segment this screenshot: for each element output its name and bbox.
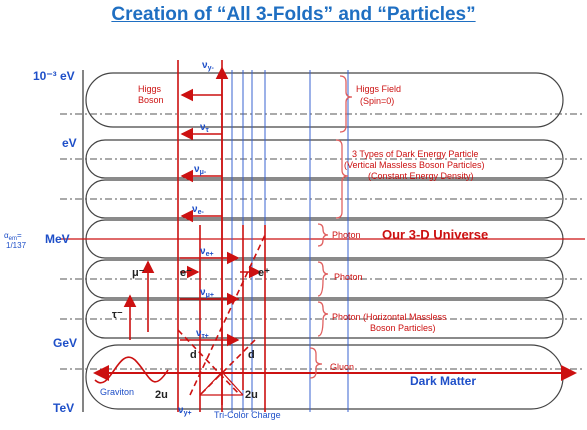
neutrino-arrows [180, 66, 240, 405]
electron-plus-label: e⁺ [258, 267, 270, 279]
v-mu-label: νμ- [194, 164, 207, 176]
brace-dark-energy [335, 139, 349, 219]
v-e-plus-label: νe+ [200, 246, 214, 258]
brace-photon-2 [317, 261, 329, 297]
graviton-label: Graviton [100, 387, 134, 397]
energy-tev: TeV [53, 401, 74, 415]
dark-energy-label-3: (Constant Energy Density) [368, 171, 474, 181]
v-y-plus-label: νy+ [178, 405, 192, 417]
d-right-label: d [248, 349, 255, 361]
page-title: Creation of “All 3-Folds” and “Particles… [111, 4, 476, 25]
dark-energy-label-2: (Vertical Massless Boson Particles) [344, 160, 485, 170]
our-universe-label: Our 3-D Universe [382, 227, 488, 242]
photon-label-1: Photon [332, 230, 361, 240]
tau-label: τ⁻ [112, 309, 123, 321]
tri-color-label: Tri-Color Charge [214, 410, 281, 420]
v-tau-plus-label: ντ+ [196, 328, 209, 340]
d-left-label: d [190, 349, 197, 361]
lepton-labels: e⁻ e⁺ μ⁻ τ⁻ [112, 267, 270, 321]
brace-higgs [339, 75, 353, 133]
photon-label-3b: Boson Particles) [370, 323, 436, 333]
higgs-field-label-2: (Spin=0) [360, 96, 394, 106]
energy-10-3-ev: 10⁻³ eV [33, 69, 75, 83]
u-right-label: 2u [245, 389, 258, 401]
quark-labels: d d 2u 2u [155, 349, 258, 401]
brace-gluon [309, 347, 323, 379]
v-mu-plus-label: νμ+ [200, 287, 214, 299]
energy-ev: eV [62, 136, 77, 150]
tri-color-lines [199, 371, 244, 396]
folds [85, 72, 564, 410]
photon-label-3a: Photon (Horizontal Massless [332, 312, 447, 322]
neutrino-labels: νy- ντ νμ- νe- νe+ νμ+ ντ+ νy+ [178, 60, 214, 417]
v-e-label: νe- [192, 204, 204, 216]
alpha-value: 1/137 [6, 241, 27, 250]
brace-photon-1 [317, 223, 329, 247]
muon-label: μ⁻ [132, 267, 145, 279]
energy-mev: MeV [45, 232, 70, 246]
higgs-boson-label-2: Boson [138, 95, 164, 105]
brace-photon-3 [317, 301, 329, 337]
photon-label-2: Photon [334, 272, 363, 282]
u-left-label: 2u [155, 389, 168, 401]
fold-1 [85, 72, 564, 128]
center-lines [60, 113, 585, 370]
gluon-label: Gluon [330, 362, 354, 372]
right-labels: Higgs Field (Spin=0) 3 Types of Dark Ene… [330, 84, 485, 372]
electron-minus-label: e⁻ [180, 267, 192, 279]
v-tau-label: ντ [200, 122, 210, 134]
alpha-label: αem= [4, 231, 22, 242]
energy-gev: GeV [53, 336, 77, 350]
v-y-minus-label: νy- [202, 60, 214, 72]
graviton-wave [94, 356, 169, 384]
dark-energy-label-1: 3 Types of Dark Energy Particle [352, 149, 478, 159]
higgs-boson-label-1: Higgs [138, 84, 162, 94]
braces [309, 75, 353, 379]
higgs-field-label-1: Higgs Field [356, 84, 401, 94]
dark-matter-label: Dark Matter [410, 374, 476, 388]
